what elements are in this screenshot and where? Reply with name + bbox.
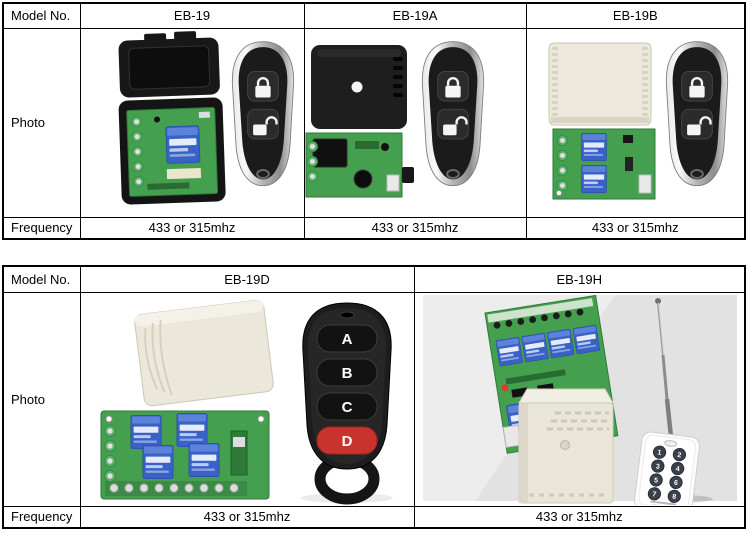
relay <box>572 324 601 355</box>
product-photo-eb19b <box>548 40 729 200</box>
product-photo-eb19d: A B C D <box>100 299 393 505</box>
telescopic-antenna <box>654 298 673 438</box>
button-2-label: 2 <box>677 452 682 459</box>
remote-led-slot <box>339 311 355 319</box>
button-4 <box>670 461 685 476</box>
relay <box>176 413 208 447</box>
relay <box>130 415 162 449</box>
model-name-eb19b: EB-19B <box>525 2 746 29</box>
button-3 <box>650 459 665 473</box>
pcb-board <box>552 128 655 200</box>
frequency-eb19: 433 or 315mhz <box>79 216 305 240</box>
model-name-eb19h: EB-19H <box>413 265 746 293</box>
photo-eb19h: 1 2 3 4 5 6 7 8 <box>413 291 746 507</box>
model-name-eb19a: EB-19A <box>303 2 527 29</box>
relay <box>546 328 575 359</box>
model-no-label: Model No. <box>2 265 81 293</box>
button-c-label: C <box>342 399 353 416</box>
product-photo-eb19 <box>118 31 295 205</box>
receiver-closed-box <box>311 45 407 129</box>
button-5 <box>649 473 663 487</box>
frequency-eb19a: 433 or 315mhz <box>303 216 527 240</box>
photo-label: Photo <box>2 27 81 218</box>
pcb-board <box>126 107 219 197</box>
led-hole <box>351 81 363 93</box>
button-c <box>316 392 378 421</box>
frequency-label: Frequency <box>2 216 81 240</box>
relay <box>520 332 549 363</box>
relay <box>142 445 174 479</box>
spec-table-top: Model No. EB-19 EB-19A EB-19B Photo <box>2 2 746 240</box>
frequency-label: Frequency <box>2 505 81 529</box>
two-button-remote-fob <box>231 40 295 187</box>
four-button-remote: A B C D <box>302 302 392 505</box>
receiver-open-box <box>118 31 226 205</box>
button-3-label: 3 <box>655 463 660 470</box>
button-5-label: 5 <box>653 477 658 484</box>
relay <box>495 336 524 367</box>
relay <box>580 165 607 193</box>
frequency-eb19h: 433 or 315mhz <box>413 505 746 529</box>
enclosure-hole <box>559 440 570 450</box>
button-6 <box>669 475 683 490</box>
button-2 <box>672 448 686 462</box>
two-button-remote-fob <box>421 40 485 187</box>
table-row: Model No. EB-19D EB-19H <box>2 265 746 293</box>
table-row: Frequency 433 or 315mhz 433 or 315mhz <box>2 505 746 529</box>
spec-table-bottom: Model No. EB-19D EB-19H Photo <box>2 265 746 529</box>
terminal-strip-screws <box>109 483 239 493</box>
eight-button-remote: 1 2 3 4 5 6 7 8 <box>633 431 700 505</box>
button-4-label: 4 <box>675 466 680 473</box>
relay <box>165 125 201 164</box>
two-button-remote-fob <box>664 40 729 187</box>
frequency-eb19b: 433 or 315mhz <box>525 216 746 240</box>
button-1 <box>652 445 666 459</box>
button-b-label: B <box>342 365 353 382</box>
relay <box>580 133 607 161</box>
button-8-label: 8 <box>672 494 677 501</box>
product-photo-eb19a <box>305 40 485 198</box>
pcb-board <box>305 132 414 198</box>
pcb-board <box>100 410 270 500</box>
model-no-label: Model No. <box>2 2 81 29</box>
model-name-eb19d: EB-19D <box>79 265 415 293</box>
photo-eb19a <box>303 27 527 218</box>
table-row: Model No. EB-19 EB-19A EB-19B <box>2 2 746 29</box>
button-a-label: A <box>342 331 353 348</box>
product-photo-eb19h: 1 2 3 4 5 6 7 8 <box>422 294 737 505</box>
frequency-eb19d: 433 or 315mhz <box>79 505 415 529</box>
photo-eb19b <box>525 27 746 218</box>
cream-enclosure <box>134 299 274 407</box>
button-1-label: 1 <box>657 449 662 456</box>
table-row: Photo <box>2 291 746 507</box>
button-8 <box>667 489 681 503</box>
button-d <box>316 426 378 455</box>
photo-eb19d: A B C D <box>79 291 415 507</box>
capacitor <box>353 169 373 189</box>
table-row: Frequency 433 or 315mhz 433 or 315mhz 43… <box>2 216 746 240</box>
model-name-eb19: EB-19 <box>79 2 305 29</box>
photo-label: Photo <box>2 291 81 507</box>
cream-enclosure <box>517 388 614 504</box>
button-7-label: 7 <box>652 491 657 498</box>
table-row: Photo <box>2 27 746 218</box>
relay <box>188 443 220 477</box>
cream-enclosure <box>548 42 651 126</box>
remote-led-window <box>663 440 677 447</box>
led-red <box>501 384 509 392</box>
button-7 <box>647 487 661 501</box>
photo-eb19 <box>79 27 305 218</box>
button-b <box>316 358 378 387</box>
button-6-label: 6 <box>673 480 678 487</box>
button-d-label: D <box>342 433 353 450</box>
button-a <box>316 324 378 353</box>
